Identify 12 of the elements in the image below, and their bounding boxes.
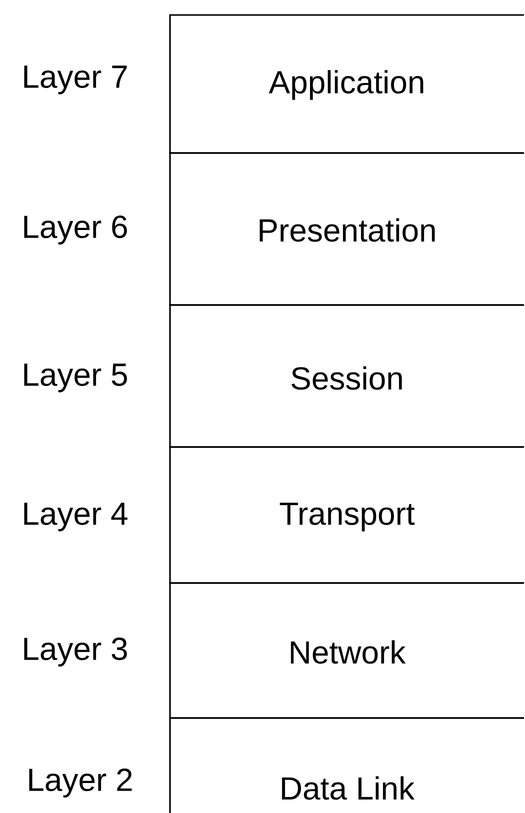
layer-label: Layer 6 (24, 216, 127, 244)
layer-label: Layer 4 (24, 502, 128, 532)
layer-box: Network (169, 582, 524, 719)
layer-label: Layer 3 (24, 638, 127, 666)
layer-box: Transport (169, 446, 524, 584)
layer-label: Layer 2 (29, 768, 132, 798)
layer-label: Layer 7 (24, 66, 127, 94)
layer-box: Application (169, 14, 524, 154)
layer-box: Data Link (169, 717, 524, 813)
layer-box: Presentation (169, 152, 524, 306)
layer-label: Layer 5 (24, 364, 127, 392)
layer-box: Session (169, 304, 524, 448)
